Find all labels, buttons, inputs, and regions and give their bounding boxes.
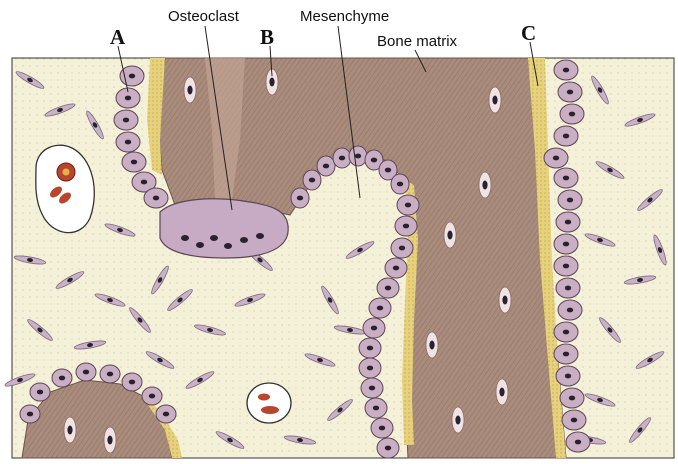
osteocyte-cell [499, 287, 511, 313]
osteocyte-cell [184, 77, 196, 103]
osteoblast-cell [333, 148, 351, 168]
osteoblast-cell [385, 258, 407, 278]
osteoblast-cell [30, 383, 50, 401]
osteoblast-cell [556, 278, 580, 298]
label-b: B [260, 25, 274, 49]
osteoblast-cell [558, 190, 582, 210]
label-osteoclast: Osteoclast [168, 8, 240, 25]
osteoblast-cell [560, 104, 584, 124]
osteoblast-cell [377, 278, 399, 298]
osteoblast-cell [369, 298, 391, 318]
osteoblast-cell [554, 344, 578, 364]
osteoblast-cell [395, 216, 417, 236]
osteoblast-cell [554, 322, 578, 342]
osteoblast-cell [303, 170, 321, 190]
osteoblast-cell [397, 195, 419, 215]
osteoblast-cell [365, 398, 387, 418]
osteoblast-cell [156, 405, 176, 423]
osteoblast-cell [100, 365, 120, 383]
osteoblast-cell [144, 188, 168, 208]
osteoblast-cell [544, 148, 568, 168]
osteoblast-cell [120, 66, 144, 86]
osteoblast-cell [359, 358, 381, 378]
osteoblast-cell [558, 300, 582, 320]
osteoblast-cell [377, 438, 399, 458]
osteocyte-cell [64, 417, 76, 443]
blood-vessel-lower [247, 383, 291, 423]
osteoblast-cell [391, 174, 409, 194]
osteoclast-cell [160, 199, 288, 258]
osteocyte-cell [104, 427, 116, 453]
osteoblast-cell [558, 82, 582, 102]
osteoblast-cell [291, 188, 309, 208]
osteoblast-cell [361, 378, 383, 398]
osteoblast-cell [359, 338, 381, 358]
osteoblast-cell [391, 238, 413, 258]
osteoblast-cell [554, 234, 578, 254]
osteocyte-cell [452, 407, 464, 433]
osteoblast-cell [122, 152, 146, 172]
osteoblast-cell [556, 366, 580, 386]
osteoblast-cell [554, 168, 578, 188]
osteoblast-cell [122, 373, 142, 391]
osteocyte-cell [496, 379, 508, 405]
osteoblast-cell [114, 110, 138, 130]
osteocyte-cell [489, 87, 501, 113]
label-c: C [521, 21, 536, 45]
osteoblast-cell [566, 432, 590, 452]
osteoblast-cell [142, 387, 162, 405]
osteoblast-cell [116, 132, 140, 152]
osteoblast-cell [371, 418, 393, 438]
osteoblast-cell [560, 388, 584, 408]
osteoblast-cell [554, 60, 578, 80]
osteoblast-cell [52, 369, 72, 387]
osteoblast-cell [554, 126, 578, 146]
osteoblast-cell [562, 410, 586, 430]
osteoblast-cell [20, 405, 40, 423]
osteoblast-cell [554, 256, 578, 276]
label-bone-matrix: Bone matrix [377, 33, 458, 50]
osteoblast-cell [349, 146, 367, 166]
osteoblast-cell [317, 156, 335, 176]
label-a: A [110, 25, 126, 49]
osteoblast-cell [76, 363, 96, 381]
osteocyte-cell [426, 332, 438, 358]
osteoblast-cell [363, 318, 385, 338]
osteoblast-cell [556, 212, 580, 232]
osteocyte-cell [479, 172, 491, 198]
label-mesenchyme: Mesenchyme [300, 8, 389, 25]
osteocyte-cell [444, 222, 456, 248]
